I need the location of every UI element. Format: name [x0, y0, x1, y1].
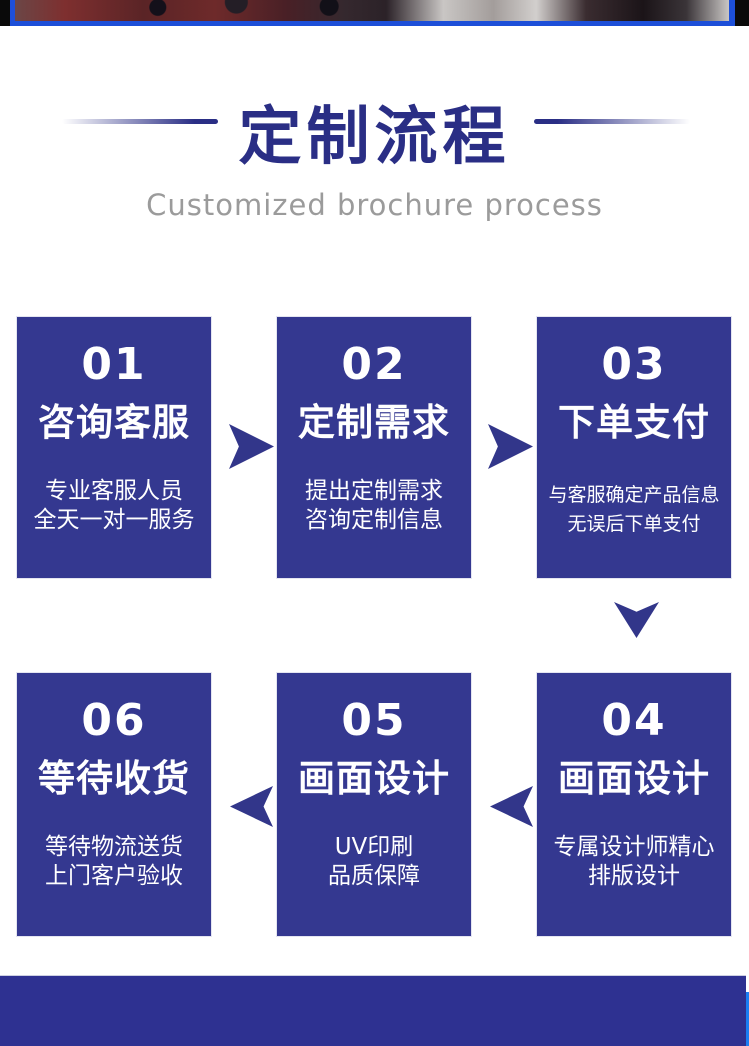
step-title: 画面设计 [558, 757, 710, 800]
arrow-left-icon [230, 786, 273, 827]
step-number: 03 [601, 339, 667, 390]
step-number: 02 [341, 339, 407, 390]
product-photo-strip [0, 0, 749, 26]
step-card-03: 03 下单支付 与客服确定产品信息 无误后下单支付 [537, 317, 731, 578]
step-title: 下单支付 [558, 401, 710, 444]
step-number: 01 [81, 339, 147, 390]
step-card-04: 04 画面设计 专属设计师精心 排版设计 [537, 673, 731, 936]
arrow-right-icon [229, 424, 274, 469]
bottom-banner [0, 975, 746, 1046]
right-edge-accent [746, 992, 749, 1046]
step-description: 等待物流送货 上门客户验收 [45, 833, 183, 891]
section-subtitle: Customized brochure process [146, 188, 603, 222]
step-description: 提出定制需求 咨询定制信息 [305, 477, 443, 535]
step-desc-line: 排版设计 [588, 863, 680, 889]
section-title: 定制流程 [238, 100, 511, 173]
step-description: 专属设计师精心 排版设计 [554, 833, 715, 891]
step-title: 画面设计 [298, 757, 450, 800]
step-desc-line: 专属设计师精心 [553, 834, 715, 860]
step-number: 04 [601, 695, 667, 746]
step-number: 06 [81, 695, 147, 746]
step-card-05: 05 画面设计 UV印刷 品质保障 [277, 673, 471, 936]
step-desc-line: 等待物流送货 [45, 834, 183, 860]
step-desc-line: UV印刷 [334, 834, 414, 860]
title-decor-line-right [534, 119, 690, 124]
arrow-down-icon [614, 602, 659, 638]
step-title: 咨询客服 [38, 401, 190, 444]
step-desc-line: 与客服确定产品信息 [548, 484, 720, 506]
step-card-06: 06 等待收货 等待物流送货 上门客户验收 [17, 673, 211, 936]
step-description: 专业客服人员 全天一对一服务 [34, 477, 195, 535]
step-title: 定制需求 [298, 401, 450, 444]
product-photo [15, 0, 729, 21]
step-title: 等待收货 [38, 757, 190, 800]
step-desc-line: 品质保障 [328, 863, 420, 889]
step-desc-line: 无误后下单支付 [567, 513, 701, 535]
step-number: 05 [341, 695, 407, 746]
step-desc-line: 上门客户验收 [45, 863, 183, 889]
step-desc-line: 咨询定制信息 [305, 507, 443, 533]
arrow-right-icon [488, 424, 533, 469]
title-decor-line-left [62, 119, 218, 124]
step-card-01: 01 咨询客服 专业客服人员 全天一对一服务 [17, 317, 211, 578]
photo-frame [10, 0, 735, 26]
step-description: UV印刷 品质保障 [328, 833, 420, 891]
step-description: 与客服确定产品信息 无误后下单支付 [548, 481, 719, 539]
arrow-left-icon [490, 786, 533, 827]
step-desc-line: 全天一对一服务 [33, 507, 195, 533]
step-desc-line: 专业客服人员 [45, 478, 183, 504]
step-desc-line: 提出定制需求 [305, 478, 443, 504]
step-card-02: 02 定制需求 提出定制需求 咨询定制信息 [277, 317, 471, 578]
